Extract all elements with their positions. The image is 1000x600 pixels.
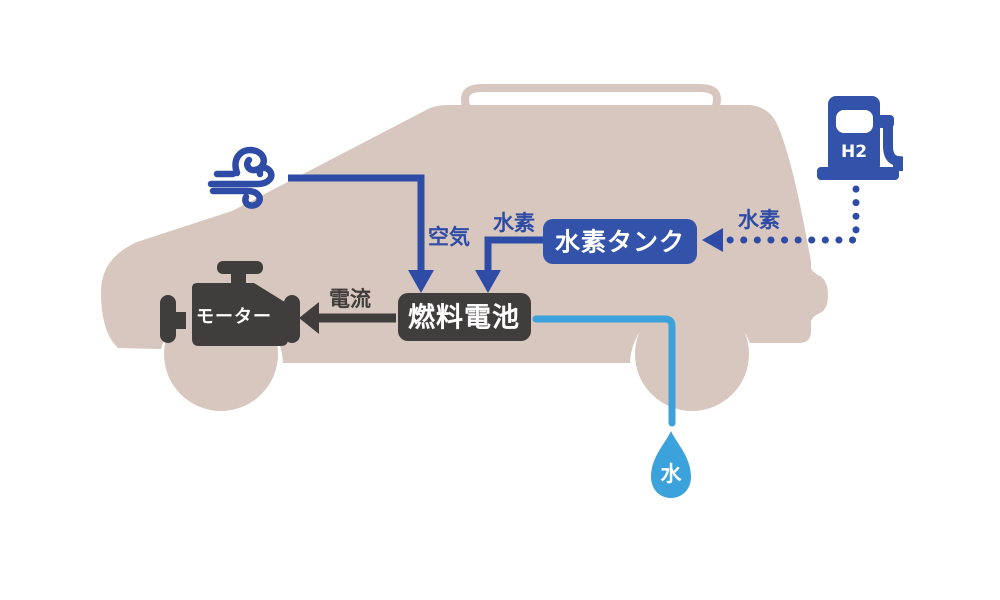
air-label: 空気 — [428, 225, 470, 249]
fuel-cell-label: 燃料電池 — [408, 303, 520, 334]
water-droplet-icon — [651, 431, 691, 498]
engine-left-mount — [160, 295, 176, 343]
wind-icon — [207, 146, 275, 209]
hydrogen-tank-box — [543, 219, 697, 264]
fuel-cell-box — [398, 293, 531, 341]
station-screen — [836, 110, 873, 133]
rear-wheel — [635, 297, 749, 411]
h2-station-label: H2 — [841, 142, 867, 162]
hydrogen-tank-to-cell-flow: 水素 — [475, 211, 543, 293]
current-arrowhead-icon — [299, 302, 319, 334]
air-flow: 空気 — [207, 146, 470, 293]
hydrogen-supply-label: 水素 — [738, 208, 780, 232]
motor-engine-icon: モーター — [160, 261, 300, 346]
hydrogen-supply-flow: 水素 — [702, 185, 860, 252]
current-label: 電流 — [329, 287, 371, 311]
water-label: 水 — [661, 462, 683, 486]
hydrogen-label-tank-to-cell: 水素 — [493, 211, 535, 235]
hydrogen-tank: 水素タンク — [543, 219, 697, 264]
air-pipe — [288, 174, 425, 272]
water-pipe — [532, 315, 676, 427]
hydrogen-supply-arrowhead-icon — [702, 228, 723, 252]
fuel-cell: 燃料電池 — [398, 293, 531, 341]
hydrogen-supply-dotted-line — [725, 185, 860, 244]
station-nozzle-hose — [883, 124, 903, 171]
hydrogen-tank-label: 水素タンク — [555, 228, 685, 257]
car-silhouette — [101, 84, 828, 427]
motor-label: モーター — [196, 307, 272, 328]
engine-block — [192, 283, 288, 346]
electric-current-flow: 電流 — [299, 287, 396, 334]
hydrogen-station-icon: H2 — [817, 96, 903, 180]
engine-left-stub — [174, 312, 186, 329]
engine-top-pipe — [217, 261, 263, 274]
air-arrowhead-icon — [408, 270, 434, 293]
roof-rack — [461, 84, 721, 113]
engine-top-stem — [231, 270, 246, 286]
hydrogen-arrowhead-icon — [475, 270, 501, 293]
hydrogen-pipe — [484, 236, 543, 272]
car-body — [101, 105, 828, 363]
water-flow: 水 — [532, 315, 691, 498]
